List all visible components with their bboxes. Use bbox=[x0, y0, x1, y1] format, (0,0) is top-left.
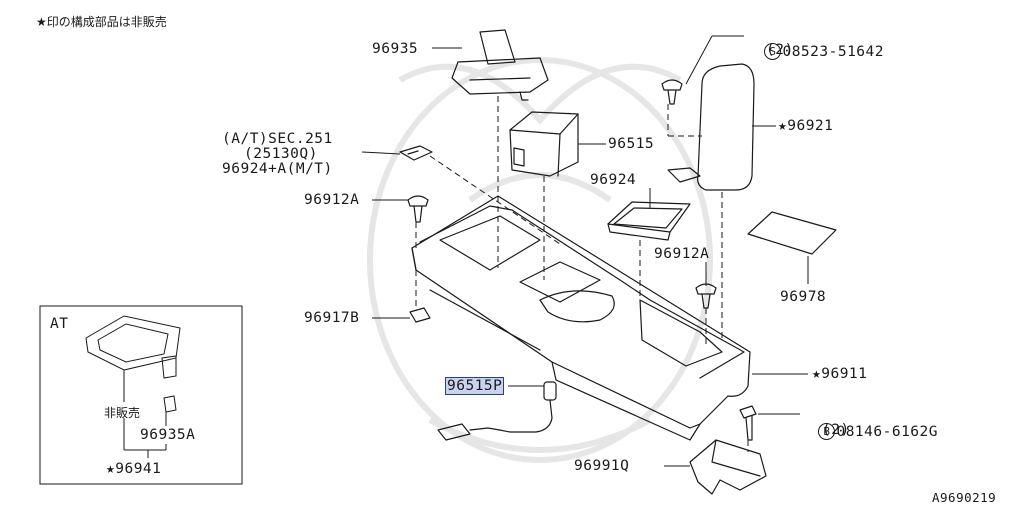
leader-lines bbox=[361, 35, 809, 467]
part-label-96935[interactable]: 96935 bbox=[372, 41, 419, 57]
armrest-lid-part bbox=[667, 63, 755, 191]
diagram-code: A9690219 bbox=[932, 490, 997, 505]
part-number-08523: 08523-51642 bbox=[782, 44, 884, 60]
part-label-96912a-left[interactable]: 96912A bbox=[304, 192, 360, 208]
watermark-emblem bbox=[367, 57, 713, 463]
inset-not-sold-label: 非販売 bbox=[104, 406, 141, 420]
part-label-96921[interactable]: ★96921 bbox=[778, 118, 834, 134]
bolt-symbol: B bbox=[818, 423, 836, 440]
bracket-part bbox=[689, 439, 767, 495]
part-label-96978[interactable]: 96978 bbox=[780, 289, 827, 305]
clip-part-96924a bbox=[399, 145, 433, 161]
part-label-96911[interactable]: ★96911 bbox=[812, 366, 868, 382]
tray-part-96924 bbox=[607, 201, 691, 241]
part-label-96515p-highlighted[interactable]: 96515P bbox=[444, 377, 505, 395]
inset-title: AT bbox=[50, 316, 69, 332]
screw-symbol: S bbox=[764, 43, 782, 60]
inset-assembly-96941[interactable]: ★96941 bbox=[106, 461, 162, 477]
center-console-part bbox=[411, 195, 751, 441]
part-label-96991q[interactable]: 96991Q bbox=[574, 458, 630, 474]
push-clip-96912a-left bbox=[407, 195, 429, 223]
screw-08523 bbox=[661, 79, 683, 105]
part-number-08146: 08146-6162G bbox=[836, 424, 938, 440]
inset-part-96935a[interactable]: 96935A bbox=[140, 427, 196, 443]
clip-part-96917b bbox=[409, 307, 431, 323]
part-label-96515[interactable]: 96515 bbox=[608, 136, 655, 152]
part-label-96924-mt[interactable]: 96924+A(M/T) bbox=[222, 161, 333, 177]
header-note: ★印の構成部品は非販売 bbox=[36, 15, 167, 29]
wire-harness-part bbox=[437, 381, 557, 441]
shift-boot-part bbox=[451, 29, 549, 101]
quantity-08523: (2) bbox=[766, 42, 794, 58]
part-label-96924[interactable]: 96924 bbox=[590, 172, 637, 188]
section-ref-code: (25130Q) bbox=[244, 146, 318, 162]
storage-bin-part bbox=[509, 111, 579, 177]
at-inset-box bbox=[39, 305, 243, 485]
part-label-96917b[interactable]: 96917B bbox=[304, 310, 360, 326]
pad-part-96978 bbox=[747, 211, 837, 255]
section-ref-at[interactable]: (A/T)SEC.251 bbox=[222, 131, 333, 147]
quantity-08146: (2) bbox=[822, 422, 850, 438]
part-label-96912a-right[interactable]: 96912A bbox=[654, 246, 710, 262]
assembly-dashed-lines bbox=[415, 96, 749, 452]
bolt-08146 bbox=[739, 405, 757, 441]
